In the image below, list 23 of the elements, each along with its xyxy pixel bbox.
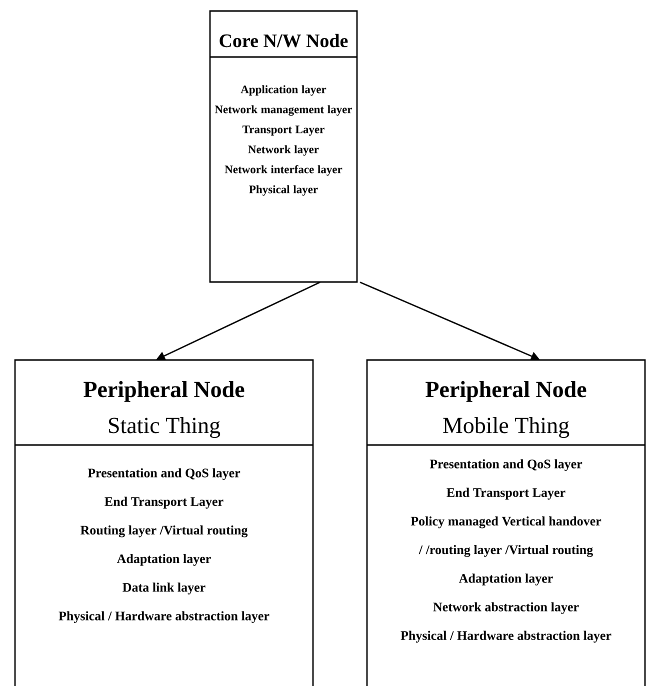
layer-label: Network interface layer [224,165,342,176]
layer-label: Physical layer [249,185,318,196]
box-subtitle: Static Thing [109,417,220,438]
box-title: Core N/W Node [220,34,348,48]
box-subtitle: Mobile Thing [443,417,570,438]
layer-label: Physical / Hardware abstraction layer [58,611,270,624]
layer-label: End Transport Layer [446,488,566,500]
layer-label: Data link layer [122,582,206,594]
layer-label: Presentation and QoS layer [430,459,582,472]
box-title: Peripheral Node [84,381,244,402]
layer-label: Network management layer [214,105,352,116]
layer-label: Physical / Hardware abstraction layer [400,630,612,643]
layer-label: Routing layer /Virtual routing [80,525,248,538]
layer-label: End Transport Layer [104,496,224,509]
layer-label: Transport Layer [242,126,324,136]
layer-label: Application layer [240,85,326,96]
layer-label: Adaptation layer [116,554,211,566]
layer-label: Presentation and QoS layer [88,468,240,480]
layer-label: Adaptation layer [458,574,553,586]
layer-label: Policy managed Vertical handover / /routing layer /Virtual routing [410,516,602,557]
layer-label: Network layer [248,145,319,156]
box-title: Peripheral Node [426,381,586,402]
layer-label: Network abstraction layer [433,602,579,614]
